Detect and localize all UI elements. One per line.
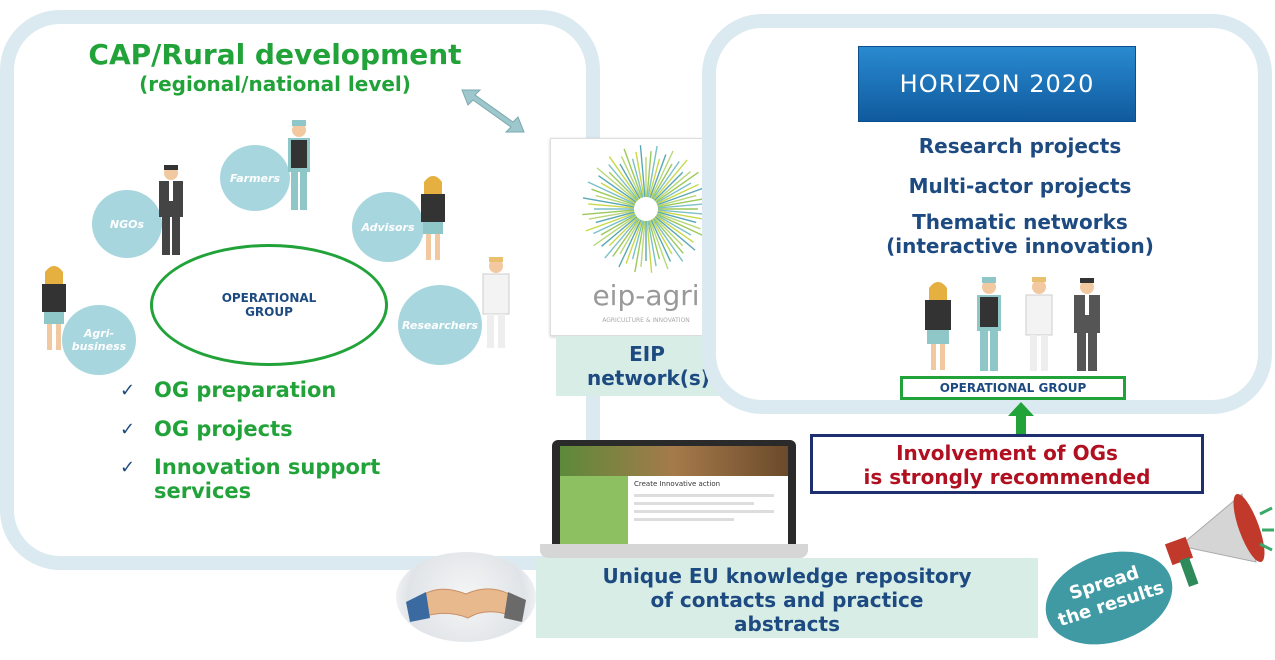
check-icon: ✓ <box>120 419 136 440</box>
up-arrow-icon <box>1008 402 1034 436</box>
logo-text: eip-agri <box>592 279 700 312</box>
check-icon: ✓ <box>120 380 136 401</box>
operational-group-ellipse: OPERATIONAL GROUP <box>150 244 388 366</box>
checklist-item: ✓ OG projects <box>120 417 293 441</box>
logo-subtext: AGRICULTURE & INNOVATION <box>602 317 690 324</box>
cap-subtitle: (regional/national level) <box>139 72 411 96</box>
handshake-icon <box>396 552 536 642</box>
agribusiness-person-icon <box>42 266 66 350</box>
group-farmer-icon <box>977 277 1001 371</box>
interactive-innovation: (interactive innovation) <box>886 234 1154 258</box>
check-icon: ✓ <box>120 457 136 478</box>
ngo-person-icon <box>159 165 183 255</box>
operational-group-box: OPERATIONAL GROUP <box>900 376 1126 400</box>
horizon-banner: HORIZON 2020 <box>858 46 1136 122</box>
farmer-person-icon <box>288 120 310 210</box>
checklist-item: ✓ Innovation support services <box>120 455 381 503</box>
actor-researchers: Researchers <box>398 285 482 365</box>
involvement-callout: Involvement of OGs is strongly recommend… <box>810 434 1204 494</box>
starburst-icon <box>582 145 710 273</box>
megaphone-icon <box>1164 493 1274 587</box>
group-woman-icon <box>925 282 951 370</box>
thematic-networks: Thematic networks <box>912 210 1128 234</box>
actor-advisors: Advisors <box>352 192 424 262</box>
double-arrow-left-icon <box>461 89 525 133</box>
knowledge-repository: Unique EU knowledge repository of contac… <box>536 558 1038 638</box>
group-ngo-icon <box>1074 278 1100 371</box>
laptop-screen: Create Innovative action <box>552 440 796 544</box>
actor-ngos: NGOs <box>92 190 162 258</box>
group-researcher-icon <box>1025 277 1053 371</box>
research-projects: Research projects <box>918 134 1122 158</box>
laptop-base <box>540 544 808 558</box>
multi-actor-projects: Multi-actor projects <box>908 174 1132 198</box>
actor-agri-business: Agri-business <box>62 305 136 375</box>
researcher-person-icon <box>482 257 510 348</box>
cap-title: CAP/Rural development <box>88 38 462 71</box>
actor-farmers: Farmers <box>220 145 290 211</box>
laptop-content: Create Innovative action <box>560 446 788 544</box>
advisor-person-icon <box>421 176 445 260</box>
checklist-item: ✓ OG preparation <box>120 378 337 402</box>
laptop-screen-title: Create Innovative action <box>634 480 721 488</box>
operational-group-label: OPERATIONAL GROUP <box>221 291 317 319</box>
